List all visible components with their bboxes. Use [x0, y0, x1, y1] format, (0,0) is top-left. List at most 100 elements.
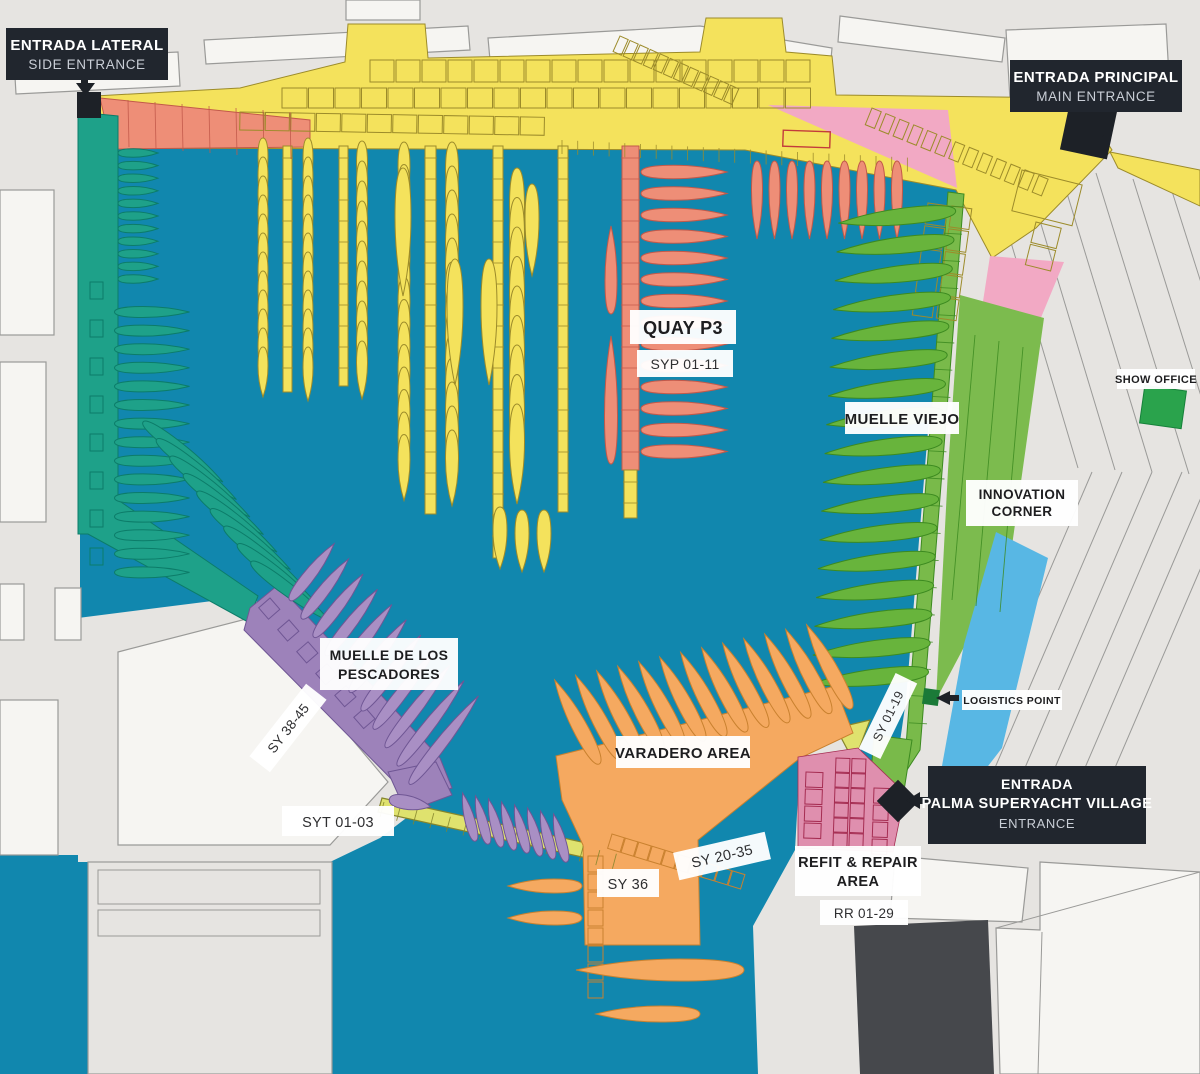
dark-building — [854, 920, 994, 1074]
map-labels: QUAY P3 SYP 01-11 MUELLE VIEJO SHOW OFFI… — [249, 310, 1197, 925]
pier — [623, 469, 638, 519]
pescadores-line2: PESCADORES — [338, 666, 440, 682]
village-entrance-box — [928, 766, 1146, 844]
boat — [822, 462, 941, 491]
boat — [548, 677, 606, 768]
pink-wedge-building — [782, 129, 831, 149]
grid — [89, 281, 104, 566]
pier — [557, 145, 569, 513]
boat — [118, 149, 158, 158]
syt-box — [282, 806, 394, 836]
boat — [829, 347, 948, 376]
boat — [824, 433, 943, 462]
show-office-label: SHOW OFFICE — [1115, 374, 1197, 386]
boat — [118, 161, 158, 170]
boat — [836, 231, 955, 260]
boat — [258, 347, 268, 397]
boat — [641, 402, 727, 416]
boat — [357, 341, 368, 399]
sy-36-box — [597, 869, 659, 897]
show-office-marker — [1138, 384, 1188, 430]
boat — [118, 199, 158, 208]
refit-repair-land — [797, 747, 906, 853]
boat — [510, 404, 525, 504]
boat — [822, 161, 833, 239]
side-entrance-box — [6, 28, 168, 80]
boat — [115, 362, 190, 373]
boat — [115, 567, 190, 578]
boat — [508, 911, 582, 925]
boat — [118, 237, 158, 246]
boat — [393, 677, 469, 769]
boat — [115, 307, 190, 318]
logistics-label: LOGISTICS POINT — [963, 695, 1061, 707]
boat — [716, 640, 774, 731]
grid — [97, 909, 321, 937]
grid — [97, 869, 321, 905]
show-office-box — [1117, 369, 1195, 389]
boat — [641, 423, 727, 437]
boat — [641, 230, 727, 244]
sy-36-label: SY 36 — [608, 877, 649, 893]
logistics-arrow-icon — [936, 691, 959, 705]
pier — [424, 145, 437, 515]
boat — [641, 165, 727, 179]
quay-p3-label-box — [630, 310, 736, 344]
boat — [804, 161, 815, 239]
boat — [118, 224, 158, 233]
boat — [817, 548, 936, 577]
boat — [405, 692, 483, 788]
boat — [695, 644, 753, 735]
grid — [803, 771, 824, 840]
varadero-label: VARADERO AREA — [615, 745, 751, 762]
boat — [831, 318, 950, 347]
boat — [596, 1006, 700, 1022]
boat — [388, 792, 432, 813]
boat — [446, 430, 459, 506]
village-entrance-arrow-icon — [906, 792, 929, 809]
village-entrance-line2: PALMA SUPERYACHT VILLAGE — [922, 796, 1153, 812]
grid — [612, 35, 740, 106]
muelle-viejo-label: MUELLE VIEJO — [845, 411, 960, 428]
boat — [832, 289, 951, 318]
boat — [115, 530, 190, 541]
boat — [820, 491, 939, 520]
refit-line1: REFIT & REPAIR — [798, 855, 918, 871]
grid — [369, 59, 811, 83]
boat — [537, 510, 551, 572]
pescadores-line1: MUELLE DE LOS — [330, 647, 449, 663]
logistics-box — [962, 690, 1062, 710]
pink-parallelogram — [982, 256, 1064, 320]
side-entrance-marker — [77, 92, 101, 118]
boat — [395, 168, 411, 296]
pescadores-box — [320, 638, 458, 690]
boat — [484, 798, 507, 849]
boat — [481, 259, 497, 385]
sy-20-35-group: SY 20-35 — [673, 831, 771, 881]
innovation-corner-area — [938, 532, 1048, 792]
boat — [641, 187, 727, 201]
grid — [239, 111, 545, 136]
side-entrance-line2: SIDE ENTRANCE — [28, 57, 145, 72]
boat — [115, 474, 190, 485]
innovation-box — [966, 480, 1078, 526]
boat — [493, 507, 507, 569]
main-entrance-line2: MAIN ENTRANCE — [1036, 89, 1156, 104]
boat — [641, 273, 727, 287]
boat — [814, 606, 933, 635]
boat — [787, 161, 798, 239]
boat — [641, 380, 727, 394]
south-pier — [87, 861, 333, 1074]
boat — [536, 810, 559, 861]
boat — [398, 435, 410, 501]
syp-berths-label: SYP 01-11 — [650, 356, 719, 372]
boat — [115, 381, 190, 392]
side-entrance-line1: ENTRADA LATERAL — [10, 37, 163, 54]
pier — [621, 145, 640, 471]
boat — [497, 801, 520, 852]
syt-label: SYT 01-03 — [302, 815, 374, 831]
boat — [839, 161, 850, 239]
boat — [297, 555, 353, 622]
